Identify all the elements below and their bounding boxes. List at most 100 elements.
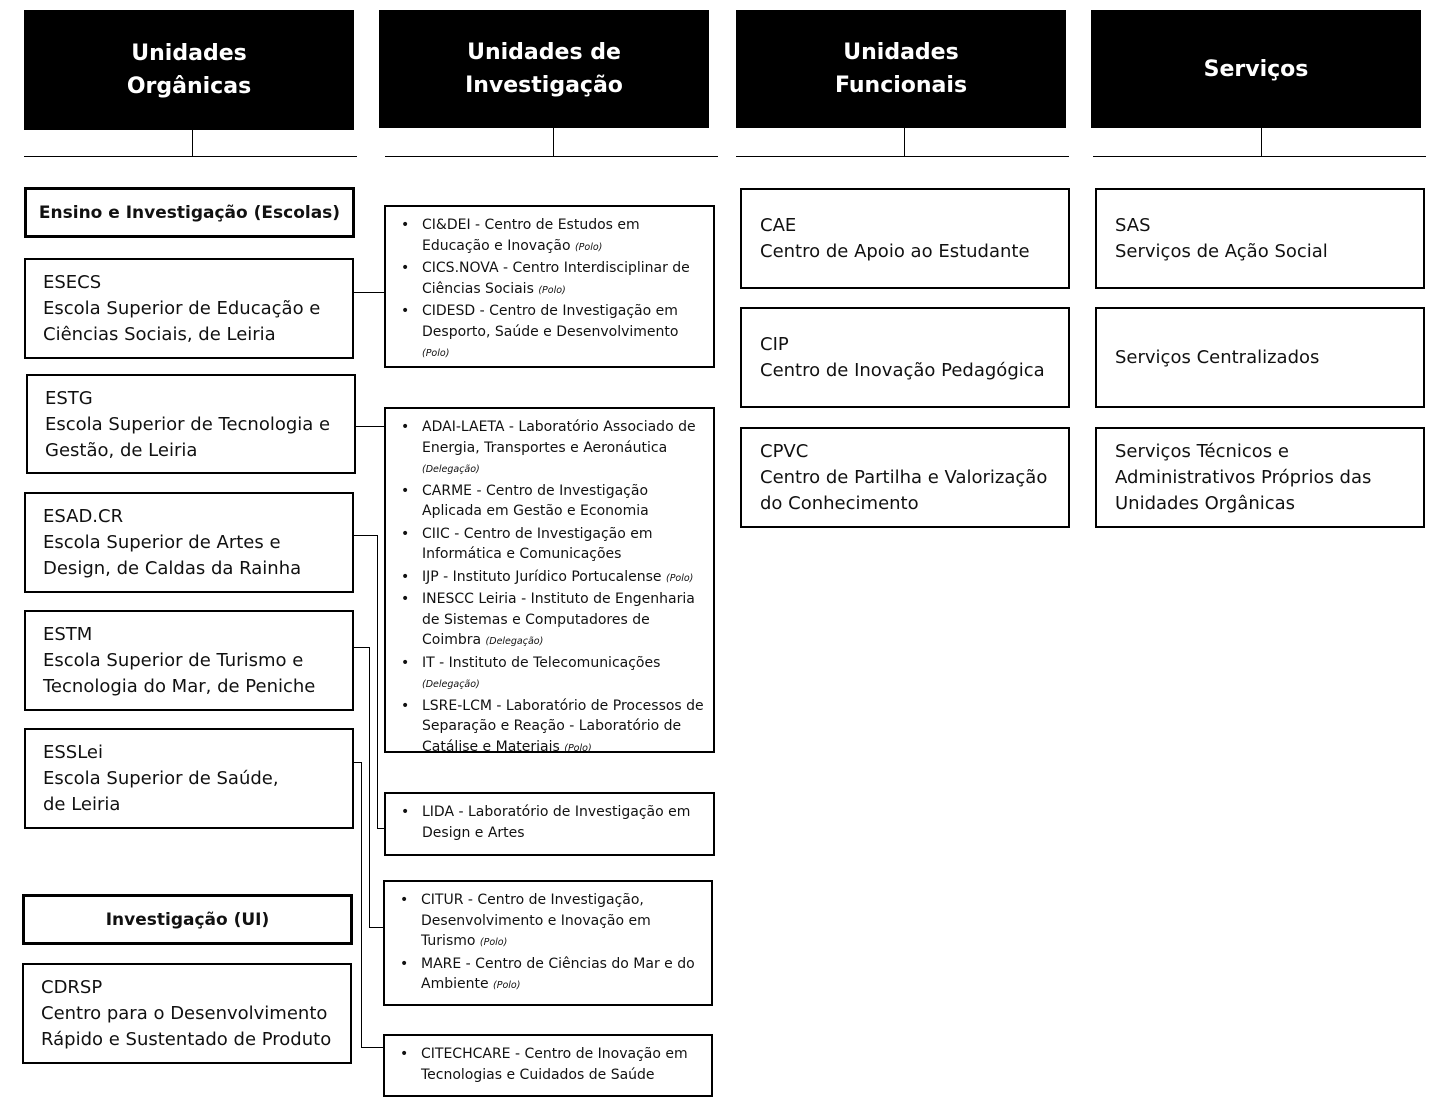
service-sas: SAS Serviços de Ação Social [1095, 188, 1425, 289]
research-list: •LIDA - Laboratório de Investigação em D… [386, 794, 713, 843]
bullet-icon: • [400, 1046, 409, 1062]
list-item: • CI&DEI - Centro de Estudos em Educação … [401, 215, 705, 258]
unit-acronym: CIP [760, 333, 789, 355]
unit-name-line: Centro de Inovação Pedagógica [760, 359, 1045, 381]
research-group-estg: • ADAI-LAETA - Laboratório Associado de E… [384, 407, 715, 755]
unit-name-line: Centro de Apoio ao Estudante [760, 240, 1030, 262]
school-name-line: Escola Superior de Tecnologia e [45, 414, 331, 435]
unit-acronym: CPVC [760, 440, 809, 462]
school-name-line: Escola Superior de Saúde, [43, 768, 279, 789]
functional-unit-cip: CIP Centro de Inovação Pedagógica [740, 307, 1070, 408]
connector-line [354, 535, 377, 536]
school-acronym: ESTM [43, 624, 93, 645]
research-unit-name: CITUR - Centro de Investigação, Desenvol… [421, 892, 651, 949]
connector-line [361, 762, 362, 1047]
research-unit-role: (Delegação) [485, 636, 544, 647]
service-line: Administrativos Próprios das [1115, 466, 1372, 488]
connector-line [356, 426, 385, 427]
research-unit-role: (Polo) [479, 937, 508, 948]
research-group-esecs: • CI&DEI - Centro de Estudos em Educação … [384, 205, 715, 368]
bullet-icon: • [400, 892, 409, 908]
header-connector [553, 128, 554, 156]
research-unit-name: INESCC Leiria - Instituto de Engenharia … [422, 591, 695, 648]
school-acronym: ESECS [43, 272, 102, 293]
header-line: Unidades [131, 41, 247, 66]
bullet-icon: • [401, 654, 410, 671]
header-divider [736, 156, 1069, 157]
bullet-icon: • [401, 482, 410, 499]
header-connector [192, 130, 193, 156]
research-unit-name: IJP - Instituto Jurídico Portucalense [422, 568, 662, 585]
research-unit-name: LSRE-LCM - Laboratório de Processos de S… [422, 697, 704, 755]
header-line: Investigação [465, 73, 623, 98]
service-line: Serviços Técnicos e [1115, 440, 1289, 462]
research-unit-role: (Polo) [493, 980, 521, 991]
school-esad-cr: ESAD.CR Escola Superior de Artes e Desig… [24, 492, 354, 593]
research-list: • CITUR - Centro de Investigação, Desenvo… [385, 882, 711, 997]
category-label: Ensino e Investigação (Escolas) [38, 202, 341, 223]
unit-acronym: CDRSP [41, 977, 103, 998]
list-item: •LIDA - Laboratório de Investigação em D… [401, 802, 705, 843]
unit-name-line: Centro para o Desenvolvimento [41, 1003, 328, 1024]
header-unidades-investigacao: Unidades de Investigação [379, 10, 709, 128]
list-item: •MARE - Centro de Ciências do Mar e do A… [400, 954, 703, 997]
header-line: Funcionais [834, 73, 968, 98]
school-acronym: ESTG [45, 388, 93, 409]
school-name-line: Escola Superior de Educação e [43, 298, 321, 319]
list-item: • CITUR - Centro de Investigação, Desenvo… [400, 890, 703, 954]
school-name-line: de Leiria [43, 794, 121, 815]
research-unit-name: ADAI-LAETA - Laboratório Associado de En… [422, 419, 696, 456]
service-line: SAS [1115, 214, 1151, 236]
connector-line [354, 292, 385, 293]
list-item: •CARME - Centro de Investigação Aplicada… [401, 481, 705, 524]
school-name-line: Tecnologia do Mar, de Peniche [43, 676, 316, 697]
bullet-icon: • [401, 591, 410, 607]
research-unit-role: (Polo) [564, 742, 592, 754]
functional-unit-cpvc: CPVC Centro de Partilha e Valorização do… [740, 427, 1070, 528]
header-connector [904, 128, 905, 156]
school-esecs: ESECS Escola Superior de Educação e Ciên… [24, 258, 354, 359]
research-unit-role: (Polo) [574, 241, 603, 253]
header-line: Orgânicas [126, 74, 252, 99]
header-line: Unidades de [467, 40, 621, 65]
research-unit-name: CIDESD - Centro de Investigação em Despo… [422, 303, 679, 340]
school-name-line: Escola Superior de Artes e [43, 532, 281, 553]
research-group-esslei: • CITECHCARE - Centro de Inovação em Tecn… [383, 1034, 713, 1097]
category-ensino-investigacao: Ensino e Investigação (Escolas) [24, 187, 355, 238]
unit-acronym: CAE [760, 214, 797, 236]
header-line: Serviços [1203, 56, 1309, 82]
research-list: • CITECHCARE - Centro de Inovação em Tecn… [385, 1036, 711, 1085]
research-unit-role: (Polo) [422, 348, 450, 359]
school-name-line: Ciências Sociais, de Leiria [43, 324, 276, 345]
research-unit-name: IT - Instituto de Telecomunicações [422, 654, 661, 671]
bullet-icon: • [401, 217, 410, 233]
unit-name-line: Rápido e Sustentado de Produto [41, 1029, 332, 1050]
category-label: Investigação (UI) [105, 909, 270, 930]
list-item: •IT - Instituto de Telecomunicações (Del… [401, 653, 705, 696]
connector-line [369, 647, 370, 927]
service-line: Unidades Orgânicas [1115, 492, 1296, 514]
header-servicos: Serviços [1091, 10, 1421, 128]
research-unit-name: CITECHCARE - Centro de Inovação em Tecno… [421, 1046, 688, 1083]
research-unit-name: MARE - Centro de Ciências do Mar e do Am… [421, 955, 695, 993]
school-name-line: Escola Superior de Turismo e [43, 650, 304, 671]
list-item: • CITECHCARE - Centro de Inovação em Tecn… [400, 1044, 703, 1085]
bullet-icon: • [401, 568, 410, 585]
bullet-icon: • [401, 525, 410, 542]
header-divider [24, 156, 357, 157]
school-estg: ESTG Escola Superior de Tecnologia e Ges… [26, 374, 356, 474]
functional-unit-cae: CAE Centro de Apoio ao Estudante [740, 188, 1070, 289]
research-unit-role: (Polo) [665, 572, 694, 584]
school-estm: ESTM Escola Superior de Turismo e Tecnol… [24, 610, 354, 711]
connector-line [377, 828, 385, 829]
header-line: Unidades [843, 40, 959, 65]
connector-line [354, 647, 369, 648]
header-connector [1261, 128, 1262, 156]
list-item: •ADAI-LAETA - Laboratório Associado de E… [401, 417, 705, 481]
research-unit-name: CI&DEI - Centro de Estudos em Educação e… [422, 217, 640, 254]
list-item: • IJP - Instituto Jurídico Portucalense (… [401, 567, 705, 590]
research-unit-name: CICS.NOVA - Centro Interdisciplinar de C… [422, 260, 690, 297]
category-investigacao-ui: Investigação (UI) [22, 894, 353, 945]
